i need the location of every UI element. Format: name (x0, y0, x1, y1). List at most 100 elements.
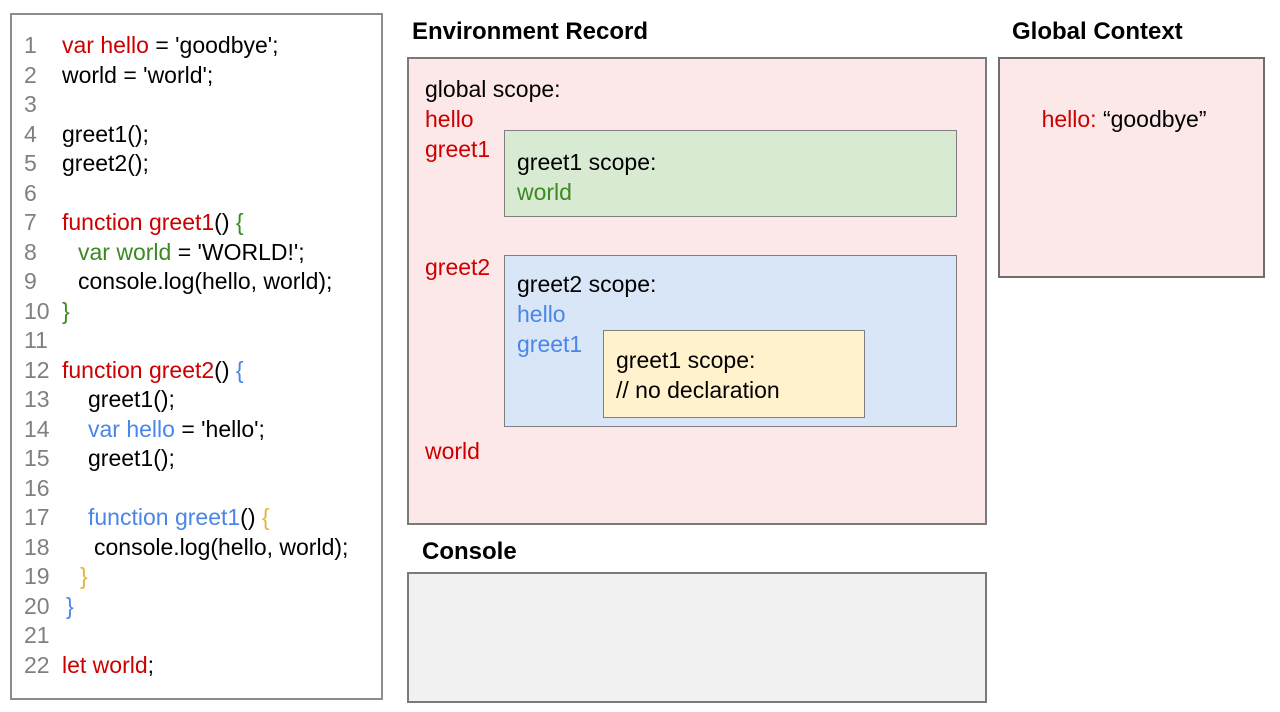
code-token: console.log(hello, world); (78, 268, 333, 294)
line-number: 21 (24, 622, 50, 648)
code-text: console.log(hello, world); (62, 533, 348, 563)
code-line: 22 let world; (24, 651, 375, 681)
code-token: } (80, 563, 88, 589)
nested-greet1-comment: // no declaration (616, 377, 780, 403)
code-token: function greet1 (88, 504, 241, 530)
global-context-title: Global Context (1012, 18, 1183, 45)
code-token: = 'hello'; (174, 415, 265, 442)
line-number: 12 (24, 356, 50, 383)
global-fn-greet1: greet1 (425, 136, 491, 162)
code-text: greet2(); (62, 149, 149, 179)
global-context-entry-key: hello: (1041, 106, 1097, 132)
greet1-scope-label: greet1 scope: (517, 149, 657, 175)
code-line: 8 var world = 'WORLD!'; (24, 238, 375, 268)
line-number: 14 (24, 415, 50, 442)
code-text: } (62, 592, 74, 622)
code-token: world = 'world'; (62, 61, 214, 88)
global-scope-label: global scope: (425, 76, 561, 102)
code-text: var hello = 'goodbye'; (62, 31, 279, 61)
code-token: () (240, 504, 262, 530)
global-scope-box: global scope: hello greet1 greet2 world … (407, 57, 987, 525)
line-number: 5 (24, 150, 37, 176)
code-panel: 1 var hello = 'goodbye'; 2 world = 'world';… (10, 13, 383, 700)
global-context-box: hello: “goodbye” (998, 57, 1265, 278)
code-line: 21 (24, 621, 375, 651)
code-token: } (62, 297, 70, 324)
line-number: 18 (24, 533, 50, 560)
environment-record-title: Environment Record (412, 18, 649, 45)
code-line: 11 (24, 326, 375, 356)
line-number: 17 (24, 504, 50, 530)
greet2-var-hello: hello (517, 301, 566, 327)
greet2-scope-label: greet2 scope: (517, 271, 657, 297)
code-line: 7 function greet1() { (24, 208, 375, 238)
nested-greet1-scope-box: greet1 scope: // no declaration (603, 330, 865, 418)
code-line: 12 function greet2() { (24, 356, 375, 386)
line-number: 22 (24, 651, 50, 678)
line-number: 10 (24, 297, 50, 324)
code-token: = 'WORLD!'; (171, 238, 305, 265)
line-number: 2 (24, 61, 37, 88)
code-token: () (214, 356, 236, 383)
code-line: 14 var hello = 'hello'; (24, 415, 375, 445)
greet1-scope-box: greet1 scope: world (504, 130, 957, 217)
code-token: greet1(); (88, 386, 175, 412)
code-token: console.log(hello, world); (94, 533, 349, 560)
code-text: greet1(); (62, 120, 149, 150)
code-text: greet1(); (62, 385, 175, 415)
line-number: 15 (24, 445, 50, 471)
line-number: 8 (24, 238, 37, 265)
code-token: = 'goodbye'; (148, 32, 279, 58)
code-line: 5 greet2(); (24, 149, 375, 179)
line-number: 1 (24, 32, 37, 58)
line-number: 9 (24, 268, 37, 294)
code-line: 16 (24, 474, 375, 504)
code-line: 1 var hello = 'goodbye'; (24, 31, 375, 61)
code-token: var hello (88, 415, 175, 442)
code-text: world = 'world'; (62, 61, 213, 91)
code-line: 19} (24, 562, 375, 592)
line-number: 7 (24, 209, 37, 235)
code-line: 17 function greet1() { (24, 503, 375, 533)
code-text: console.log(hello, world); (62, 267, 332, 297)
line-number: 19 (24, 563, 50, 589)
code-token: { (261, 504, 270, 530)
greet2-scope-box: greet2 scope: hello greet1 greet1 scope:… (504, 255, 957, 427)
code-token: function greet1 (62, 209, 215, 235)
code-text: function greet1() { (62, 503, 270, 533)
code-lines: 1 var hello = 'goodbye'; 2 world = 'world';… (24, 31, 375, 680)
global-context-entry-value: “goodbye” (1102, 106, 1207, 132)
code-line: 2 world = 'world'; (24, 61, 375, 91)
code-line: 9 console.log(hello, world); (24, 267, 375, 297)
line-number: 13 (24, 386, 50, 412)
code-text: function greet1() { (62, 208, 244, 238)
nested-greet1-scope-label: greet1 scope: (616, 347, 756, 373)
greet2-fn-greet1: greet1 (517, 331, 583, 357)
line-number: 16 (24, 474, 50, 501)
console-title: Console (422, 538, 517, 565)
line-number: 6 (24, 179, 37, 206)
greet1-var-world: world (517, 179, 572, 205)
code-line: 15 greet1(); (24, 444, 375, 474)
console-output-box (407, 572, 987, 703)
code-text: } (62, 297, 70, 327)
line-number: 4 (24, 120, 37, 147)
line-number: 11 (24, 327, 48, 353)
code-text: var hello = 'hello'; (62, 415, 265, 445)
code-line: 6 (24, 179, 375, 209)
code-text: var world = 'WORLD!'; (62, 238, 305, 268)
code-line: 3 (24, 90, 375, 120)
global-fn-greet2: greet2 (425, 254, 491, 280)
code-token: greet1(); (62, 120, 149, 147)
line-number: 3 (24, 91, 37, 117)
code-token: greet2(); (62, 150, 149, 176)
code-text: let world; (62, 651, 154, 681)
code-token: () (214, 209, 236, 235)
code-text: } (62, 562, 88, 592)
line-number: 20 (24, 592, 50, 619)
code-token: var world (78, 238, 172, 265)
code-text: function greet2() { (62, 356, 244, 386)
code-token: greet1(); (88, 445, 175, 471)
code-token: let world (62, 651, 148, 678)
code-token: ; (147, 651, 155, 678)
